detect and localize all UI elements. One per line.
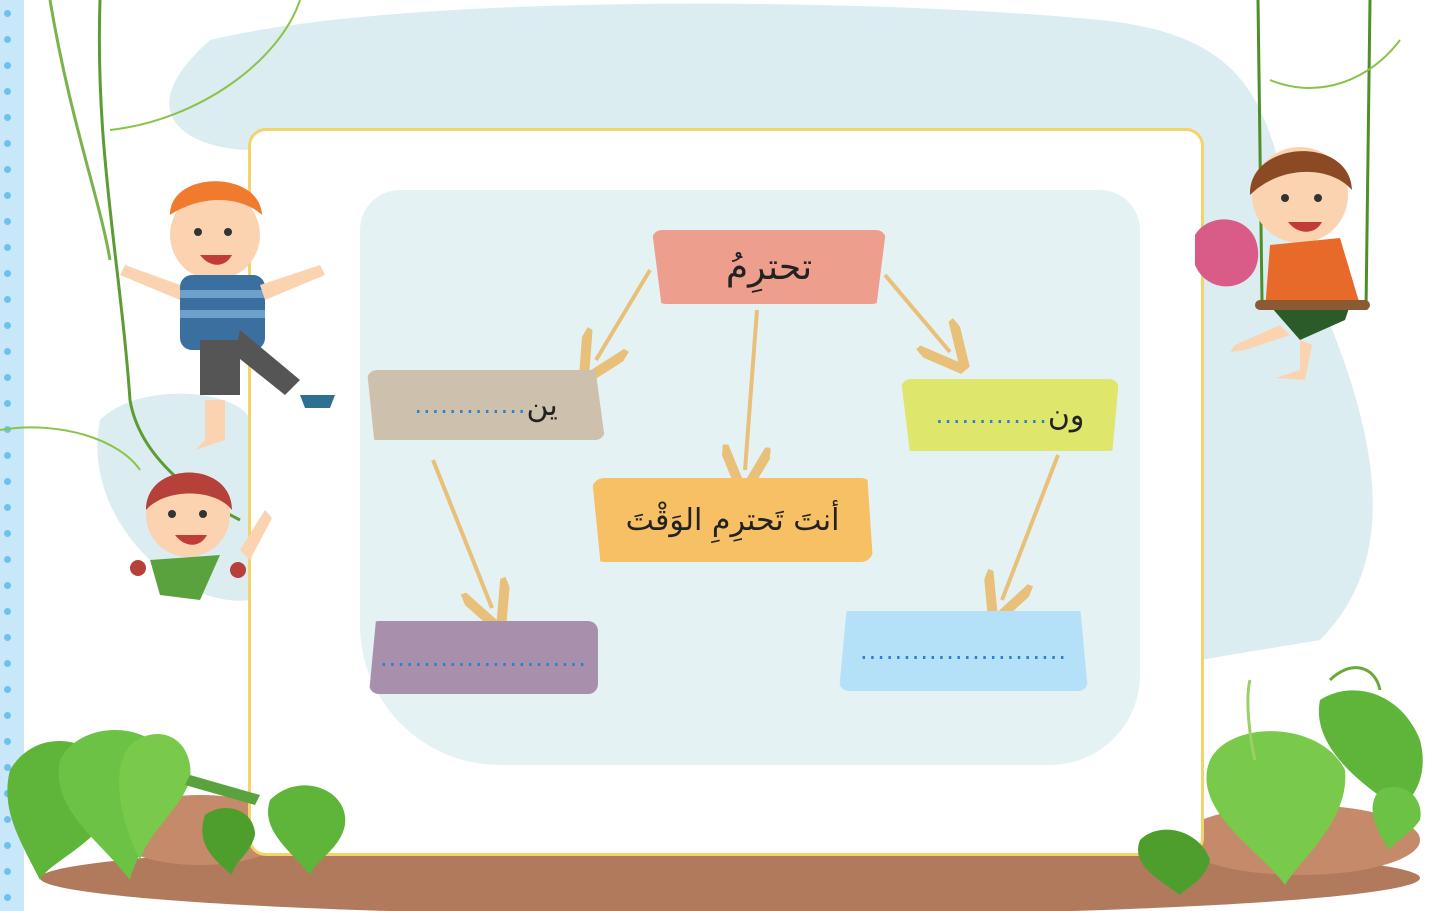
strip-dot	[4, 348, 11, 355]
main-word-box: تحترِمُ	[652, 230, 886, 304]
left-suffix-blank[interactable]: .............	[414, 391, 527, 419]
strip-dot	[4, 192, 11, 199]
strip-dot	[4, 140, 11, 147]
right-answer-box: ........................	[839, 611, 1088, 691]
sentence-box: أنتَ تَحترِمِ الوَقْتَ	[592, 478, 873, 562]
strip-dot	[4, 660, 11, 667]
strip-dot	[4, 10, 11, 17]
left-suffix-box: ين.............	[367, 370, 605, 440]
strip-dot	[4, 530, 11, 537]
left-answer-blank[interactable]: ........................	[379, 643, 588, 672]
strip-dot	[4, 296, 11, 303]
strip-dot	[4, 478, 11, 485]
strip-dot	[4, 400, 11, 407]
right-suffix-text: ون	[1047, 397, 1085, 433]
strip-dot	[4, 556, 11, 563]
strip-dot	[4, 166, 11, 173]
strip-dot	[4, 62, 11, 69]
strip-dot	[4, 634, 11, 641]
arrow-to-left-answer	[431, 459, 492, 608]
ground	[40, 840, 1420, 911]
strip-dot	[4, 244, 11, 251]
strip-dot	[4, 374, 11, 381]
strip-dot	[4, 218, 11, 225]
strip-dot	[4, 582, 11, 589]
right-suffix-box: ون.............	[901, 379, 1119, 451]
strip-dot	[4, 686, 11, 693]
arrow-to-sentence	[745, 309, 757, 470]
arrow-to-right-suffix	[883, 273, 950, 352]
right-suffix-blank[interactable]: .............	[935, 401, 1048, 429]
strip-dot	[4, 36, 11, 43]
arrow-to-right-answer	[1002, 454, 1060, 600]
strip-dot	[4, 114, 11, 121]
strip-dot	[4, 608, 11, 615]
left-answer-box: ........................	[369, 621, 598, 694]
strip-dot	[4, 894, 11, 901]
arrow-to-left-suffix	[596, 268, 652, 360]
strip-dot	[4, 452, 11, 459]
strip-dot	[4, 712, 11, 719]
sentence-text: أنتَ تَحترِمِ الوَقْتَ	[625, 502, 840, 538]
strip-dot	[4, 270, 11, 277]
strip-dot	[4, 322, 11, 329]
right-answer-blank[interactable]: ........................	[859, 637, 1068, 665]
left-suffix-text: ين	[526, 387, 558, 423]
main-word: تحترِمُ	[725, 246, 813, 288]
strip-dot	[4, 504, 11, 511]
strip-dot	[4, 88, 11, 95]
